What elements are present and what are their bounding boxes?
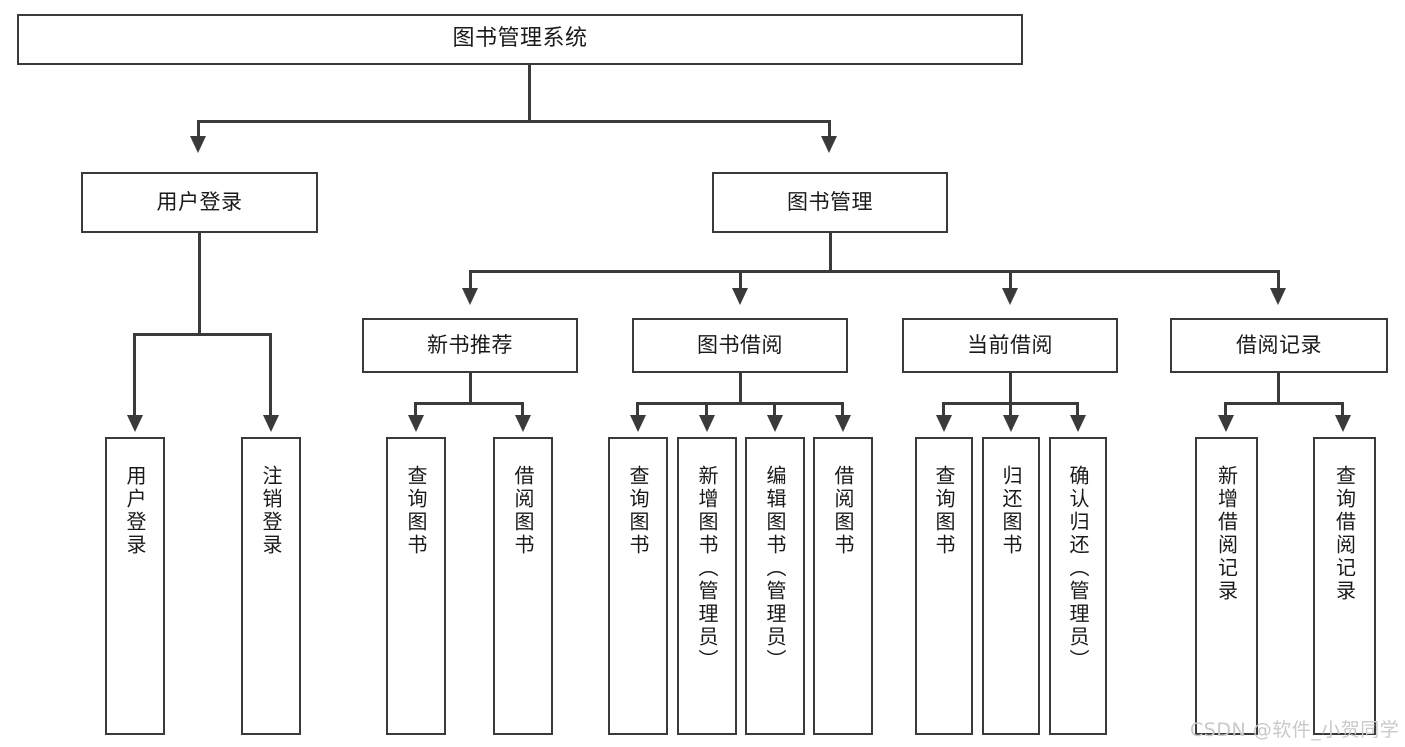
connector-newbook-leaf2: [521, 402, 524, 418]
leaf-label: 用户登录: [123, 465, 147, 557]
connector-currentborrow-leaf3: [1076, 402, 1079, 418]
connector-root-to-user-login: [197, 120, 200, 138]
leaf-currentborrow-query-book[interactable]: 查询图书: [915, 437, 973, 735]
leaf-currentborrow-return-book[interactable]: 归还图书: [982, 437, 1040, 735]
leaf-label: 新增借阅记录: [1214, 465, 1239, 603]
arrowhead-book-mgmt: [821, 136, 837, 153]
connector-bookborrow-leaf2: [705, 402, 708, 418]
node-label: 图书借阅: [697, 332, 783, 357]
arrowhead-bookborrow-edit: [767, 415, 783, 432]
arrowhead-newbook-query: [408, 415, 424, 432]
connector-userlogin-bar: [133, 333, 271, 336]
connector-bookmgmt-stem: [829, 233, 832, 273]
arrowhead-borrow-record: [1270, 288, 1286, 305]
leaf-label: 确认归还（管理员）: [1066, 465, 1090, 672]
leaf-newbook-query-book[interactable]: 查询图书: [386, 437, 446, 735]
connector-bookmgmt-to-book-borrow: [739, 270, 742, 290]
connector-bookmgmt-to-current-borrow: [1009, 270, 1012, 290]
leaf-user-login[interactable]: 用户登录: [105, 437, 165, 735]
leaf-bookborrow-borrow-book[interactable]: 借阅图书: [813, 437, 873, 735]
arrowhead-book-borrow: [732, 288, 748, 305]
leaf-label: 查询借阅记录: [1332, 465, 1357, 603]
node-label: 新书推荐: [427, 332, 513, 357]
leaf-label: 借阅图书: [831, 465, 855, 557]
node-label: 图书管理系统: [452, 26, 588, 52]
leaf-bookborrow-query-book[interactable]: 查询图书: [608, 437, 668, 735]
leaf-newbook-borrow-book[interactable]: 借阅图书: [493, 437, 553, 735]
arrowhead-user-login: [190, 136, 206, 153]
connector-borrowrecord-bar: [1224, 402, 1344, 405]
leaf-label: 注销登录: [259, 465, 283, 557]
leaf-bookborrow-edit-book-admin[interactable]: 编辑图书（管理员）: [745, 437, 805, 735]
leaf-label: 新增图书（管理员）: [695, 465, 719, 672]
csdn-watermark: CSDN @软件_小贺同学: [1190, 719, 1400, 741]
leaf-label: 查询图书: [404, 465, 428, 557]
connector-currentborrow-stem: [1009, 373, 1012, 404]
node-root-system[interactable]: 图书管理系统: [17, 14, 1023, 65]
connector-currentborrow-leaf1: [942, 402, 945, 418]
connector-bookmgmt-to-new-book: [469, 270, 472, 290]
node-borrow-record[interactable]: 借阅记录: [1170, 318, 1388, 373]
connector-bookborrow-leaf4: [841, 402, 844, 418]
connector-bookmgmt-to-borrow-record: [1277, 270, 1280, 290]
leaf-label: 借阅图书: [511, 465, 535, 557]
arrowhead-borrowrecord-query: [1335, 415, 1351, 432]
connector-borrowrecord-leaf1: [1224, 402, 1227, 418]
arrowhead-currentborrow-query: [936, 415, 952, 432]
connector-newbook-bar: [414, 402, 524, 405]
connector-bookborrow-stem: [739, 373, 742, 404]
arrowhead-currentborrow-confirm: [1070, 415, 1086, 432]
node-user-login[interactable]: 用户登录: [81, 172, 318, 233]
leaf-bookborrow-add-book-admin[interactable]: 新增图书（管理员）: [677, 437, 737, 735]
connector-bookborrow-bar: [636, 402, 844, 405]
connector-bookborrow-leaf3: [773, 402, 776, 418]
connector-borrowrecord-leaf2: [1341, 402, 1344, 418]
connector-newbook-stem: [469, 373, 472, 404]
connector-bookmgmt-bar: [469, 270, 1279, 273]
leaf-borrowrecord-query-record[interactable]: 查询借阅记录: [1313, 437, 1376, 735]
connector-root-stem: [528, 65, 531, 122]
leaf-label: 查询图书: [932, 465, 956, 557]
connector-root-bar: [197, 120, 831, 123]
connector-userlogin-leaf1: [133, 333, 136, 418]
connector-bookborrow-leaf1: [636, 402, 639, 418]
node-book-management[interactable]: 图书管理: [712, 172, 948, 233]
arrowhead-currentborrow-return: [1003, 415, 1019, 432]
arrowhead-bookborrow-borrow: [835, 415, 851, 432]
arrowhead-leaf-logout: [263, 415, 279, 432]
connector-currentborrow-leaf2: [1009, 402, 1012, 418]
node-book-borrow[interactable]: 图书借阅: [632, 318, 848, 373]
leaf-label: 查询图书: [626, 465, 650, 557]
leaf-logout[interactable]: 注销登录: [241, 437, 301, 735]
leaf-label: 编辑图书（管理员）: [763, 465, 787, 672]
connector-newbook-leaf1: [414, 402, 417, 418]
arrowhead-leaf-user-login: [127, 415, 143, 432]
leaf-label: 归还图书: [999, 465, 1023, 557]
node-new-book-recommend[interactable]: 新书推荐: [362, 318, 578, 373]
arrowhead-bookborrow-add: [699, 415, 715, 432]
arrowhead-current-borrow: [1002, 288, 1018, 305]
arrowhead-borrowrecord-add: [1218, 415, 1234, 432]
connector-root-to-book-mgmt: [828, 120, 831, 138]
connector-userlogin-leaf2: [269, 333, 272, 418]
arrowhead-bookborrow-query: [630, 415, 646, 432]
arrowhead-newbook-borrow: [515, 415, 531, 432]
node-current-borrow[interactable]: 当前借阅: [902, 318, 1118, 373]
connector-userlogin-stem: [198, 233, 201, 335]
leaf-currentborrow-confirm-return-admin[interactable]: 确认归还（管理员）: [1049, 437, 1107, 735]
node-label: 用户登录: [156, 189, 243, 214]
connector-borrowrecord-stem: [1277, 373, 1280, 404]
node-label: 图书管理: [787, 189, 873, 214]
node-label: 当前借阅: [967, 332, 1053, 357]
node-label: 借阅记录: [1236, 332, 1322, 357]
leaf-borrowrecord-add-record[interactable]: 新增借阅记录: [1195, 437, 1258, 735]
arrowhead-new-book-recommend: [462, 288, 478, 305]
